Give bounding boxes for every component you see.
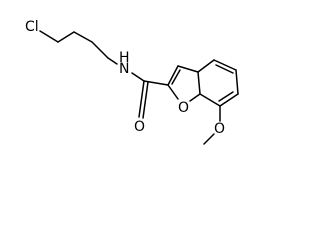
bond-cl-c1	[39, 30, 59, 43]
bond-c2-o-ring	[167, 84, 179, 100]
atom-labels: Cl N H O O O	[25, 19, 225, 137]
atom-label-o-methoxy: O	[214, 121, 225, 137]
bond-c4-c5-double	[215, 64, 234, 74]
bond-c6-c7-double	[218, 91, 234, 102]
bond-c3-c4	[91, 41, 109, 59]
atom-label-h: H	[119, 50, 130, 66]
bond-c3a-c4	[197, 59, 215, 73]
atom-label-cl: Cl	[25, 19, 39, 35]
bond-c4-c5	[213, 59, 237, 71]
molecule-structure-diagram: Cl N H O O O	[25, 19, 239, 145]
bond-c4-n	[107, 57, 118, 65]
bond-c2-c3ring	[167, 65, 179, 86]
bond-carbonyl-co-2	[142, 81, 149, 119]
atom-label-n: N	[119, 61, 129, 77]
bond-c1-c2	[57, 31, 75, 43]
bonds	[39, 30, 239, 145]
bond-c7-c7a	[199, 93, 221, 107]
bond-o-ring-c7a	[189, 93, 201, 102]
bond-c3a-c7a	[197, 71, 201, 95]
bond-c5-c6	[235, 69, 239, 95]
bond-c6-c7	[219, 93, 239, 107]
bond-carbonyl-c2	[143, 80, 169, 86]
bond-c3-c3a	[177, 65, 199, 73]
bond-c2-c3	[73, 31, 93, 43]
bond-c2-c3ring-double	[171, 69, 181, 85]
bond-n-carbonyl-c	[131, 72, 145, 82]
atom-label-o-ring: O	[178, 100, 189, 116]
bond-carbonyl-co-1	[138, 80, 145, 118]
atom-label-o-carbonyl: O	[134, 119, 145, 135]
bond-o-methoxy-ch3	[203, 133, 215, 145]
